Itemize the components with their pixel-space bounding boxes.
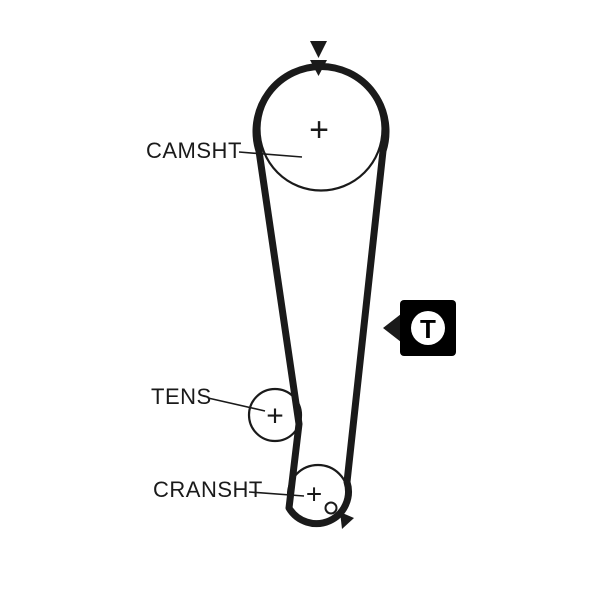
top-arrow-inner-icon — [310, 60, 327, 76]
crankshaft-label: CRANSHT — [153, 477, 263, 502]
top-arrow-outer-icon — [310, 41, 327, 58]
camshaft-label: CAMSHT — [146, 138, 242, 163]
camshaft-center-mark: + — [309, 111, 329, 149]
timing-belt — [252, 63, 390, 528]
crankshaft-arrow-icon — [340, 512, 354, 529]
crankshaft-center-mark: + — [306, 479, 322, 510]
tensioner-center-mark: + — [266, 400, 284, 433]
crankshaft-leader-line — [248, 491, 305, 497]
tension-marker-letter: T — [420, 314, 436, 344]
tension-marker-arrow-icon — [383, 314, 401, 342]
tensioner-leader-line — [207, 397, 266, 412]
tension-marker: T — [383, 300, 456, 356]
tension-marker-circle — [411, 311, 445, 345]
crankshaft-timing-dot — [324, 501, 338, 515]
camshaft-leader-line — [238, 151, 303, 158]
tensioner-label: TENS — [151, 384, 212, 409]
